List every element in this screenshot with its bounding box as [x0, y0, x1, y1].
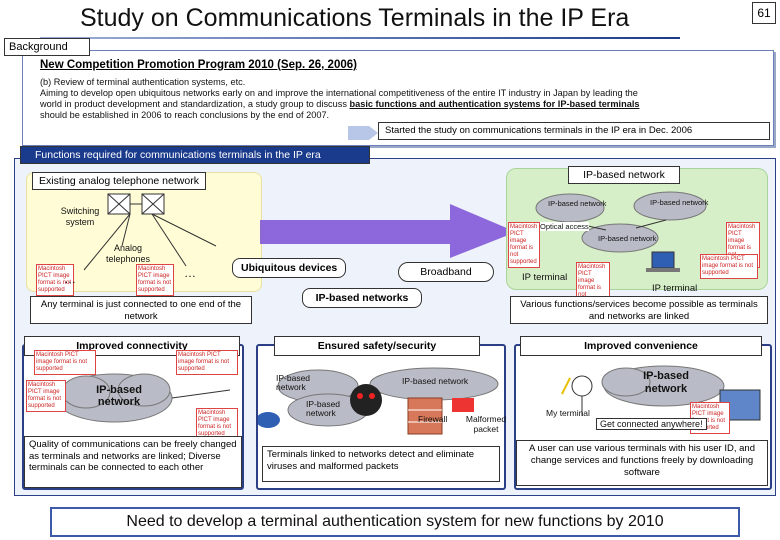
ubiquitous-devices-label: Ubiquitous devices: [232, 258, 347, 278]
functions-label: Functions required for communications te…: [20, 146, 370, 164]
ip-terminal-label: IP terminal: [522, 272, 568, 283]
program-line-3: world in product development and standar…: [40, 99, 770, 110]
title-underline: [40, 37, 680, 39]
anywhere-label: Get connected anywhere!: [596, 418, 707, 430]
ip-networks-label: IP-based networks: [302, 288, 422, 308]
analog-network-title: Existing analog telephone network: [32, 172, 206, 190]
pict-placeholder: Macintosh PICT image format is not suppo…: [26, 380, 66, 412]
analog-caption: Any terminal is just connected to one en…: [30, 296, 252, 324]
program-title: New Competition Promotion Program 2010 (…: [40, 59, 357, 71]
pict-placeholder: Macintosh PICT image format is not suppo…: [196, 408, 238, 440]
connectivity-cloud-label: IP-based network: [96, 384, 142, 408]
convenience-title: Improved convenience: [520, 336, 762, 356]
program-line-2: Aiming to develop open ubiquitous networ…: [40, 88, 638, 98]
program-description: (b) Review of terminal authentication sy…: [40, 77, 770, 121]
right-arrow-icon: [348, 126, 378, 140]
ellipsis: …: [184, 266, 196, 280]
analog-network-diagram: [83, 193, 217, 271]
security-cloud-label: IP-based network: [402, 376, 469, 386]
program-line-1: (b) Review of terminal authentication sy…: [40, 77, 246, 87]
pict-placeholder: Macintosh PICT image format is not suppo…: [36, 264, 74, 296]
my-terminal-label: My terminal: [546, 408, 590, 418]
convenience-cloud-label: IP-based network: [643, 370, 689, 395]
background-label: Background: [4, 38, 90, 56]
program-line-4: should be established in 2006 to reach c…: [40, 110, 330, 120]
malformed-packet-label: Malformed packet: [465, 414, 507, 434]
program-line-3-bold: basic functions and authentication syste…: [349, 99, 640, 109]
program-line-3-text: world in product development and standar…: [40, 99, 350, 109]
security-description: Terminals linked to networks detect and …: [262, 446, 500, 482]
security-cloud-label: IP-based network: [306, 399, 341, 418]
pict-placeholder: Macintosh PICT image format is not suppo…: [700, 254, 758, 279]
ip-terminal-label: IP terminal: [652, 283, 698, 294]
security-diagram: [258, 367, 499, 435]
ip-cloud-label: IP-based network: [598, 234, 657, 243]
pict-placeholder: Macintosh PICT image format is not suppo…: [136, 264, 174, 296]
security-cloud-label: IP-based network: [276, 373, 311, 392]
page-title: Study on Communications Terminals in the…: [80, 4, 630, 32]
switching-system-label: Switching system: [60, 206, 100, 227]
ip-caption: Various functions/services become possib…: [510, 296, 768, 324]
transition-arrow-icon: [260, 204, 516, 258]
pict-placeholder: Macintosh PICT image format is not suppo…: [34, 350, 96, 375]
security-title: Ensured safety/security: [274, 336, 480, 356]
pict-placeholder: Macintosh PICT image format is not suppo…: [508, 222, 540, 268]
connectivity-description: Quality of communications can be freely …: [24, 436, 242, 488]
conclusion-banner: Need to develop a terminal authenticatio…: [50, 507, 740, 537]
ip-cloud-label: IP-based network: [548, 199, 607, 208]
page-number: 61: [752, 2, 776, 24]
connectivity-diagram: [55, 373, 231, 423]
ip-cloud-label: IP-based network: [650, 198, 709, 207]
ellipsis: …: [64, 272, 76, 286]
analog-telephones-label: Analog telephones: [105, 243, 151, 264]
broadband-label: Broadband: [398, 262, 494, 282]
study-started-note: Started the study on communications term…: [378, 122, 770, 140]
optical-access-label: Optical access: [540, 222, 589, 231]
convenience-description: A user can use various terminals with hi…: [516, 440, 768, 486]
ip-network-diagram: [535, 191, 707, 272]
firewall-label: Firewall: [418, 414, 448, 424]
pict-placeholder: Macintosh PICT image format is not suppo…: [176, 350, 238, 375]
ip-network-title: IP-based network: [568, 166, 680, 184]
